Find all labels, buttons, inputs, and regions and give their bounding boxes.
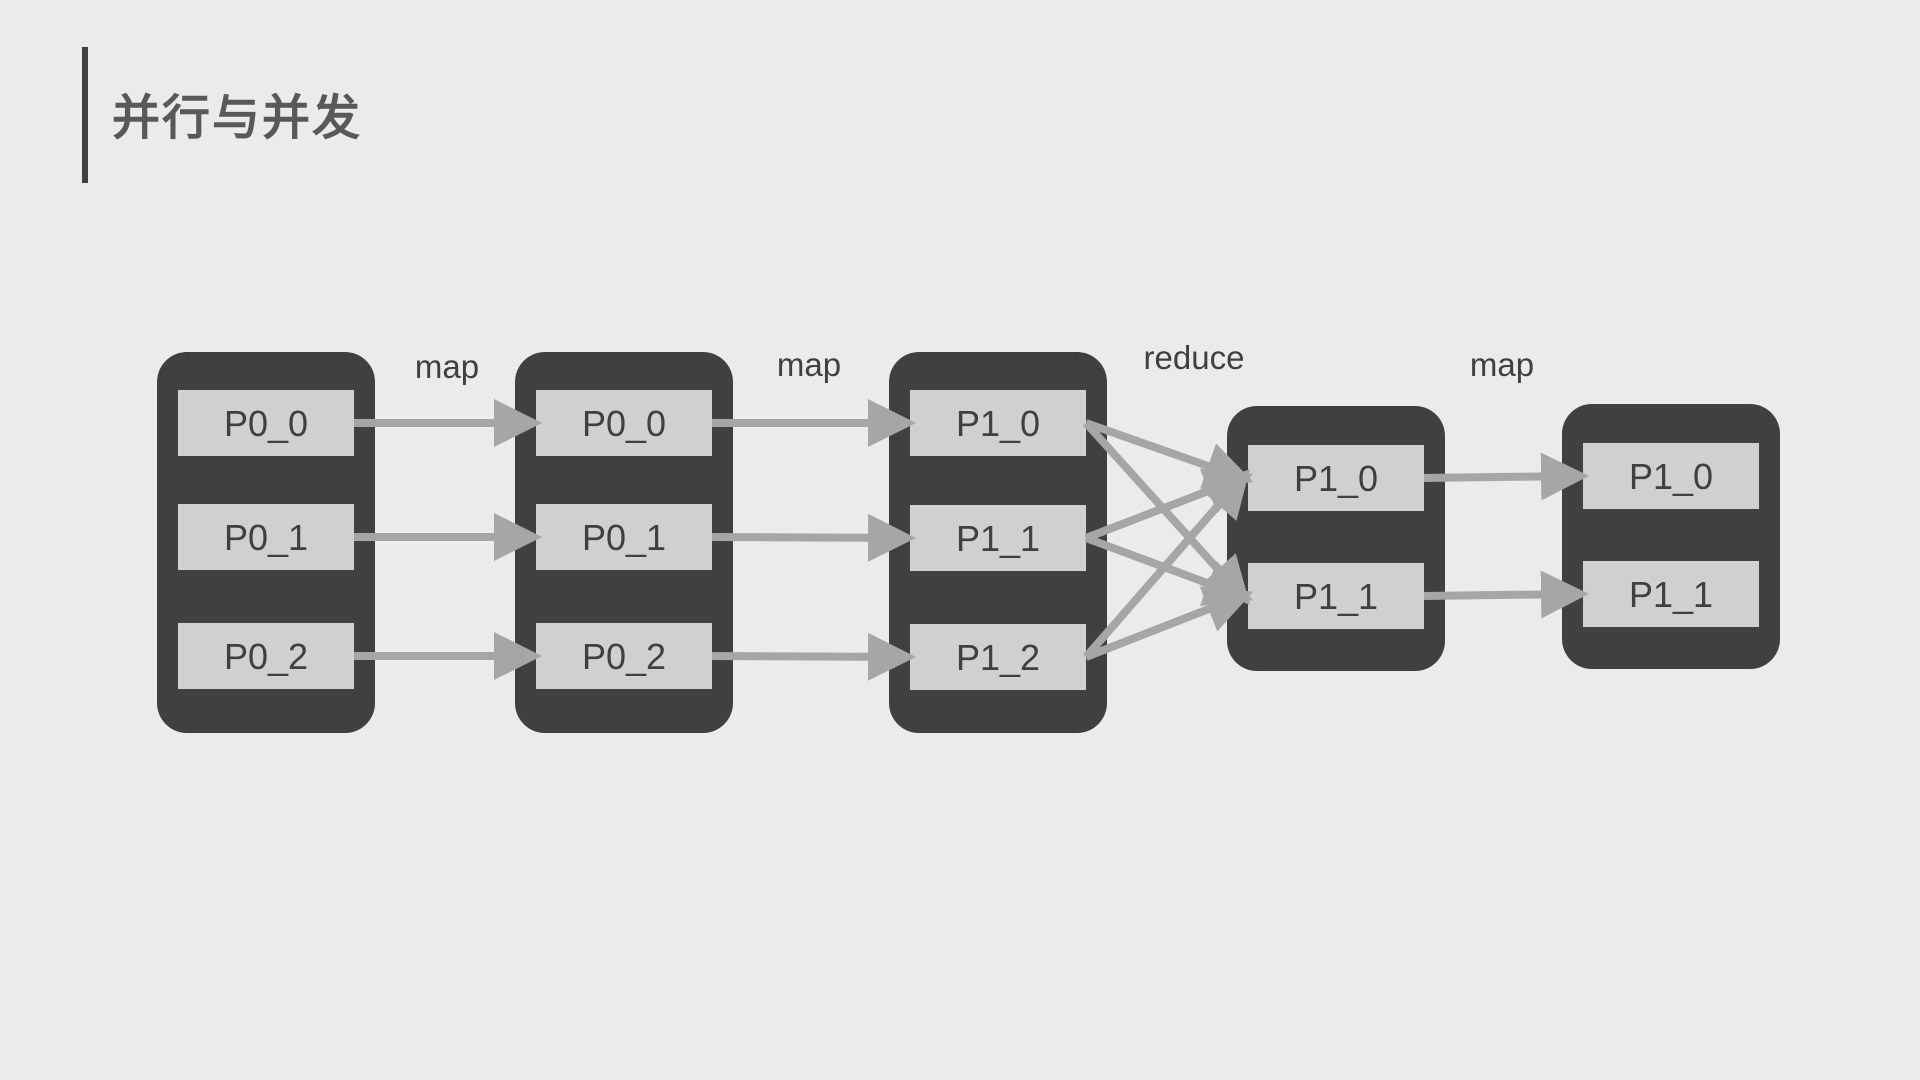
flow-arrow [711, 632, 916, 681]
partition-box [1248, 563, 1424, 629]
stage-2: P1_0P1_1P1_2 [889, 352, 1107, 733]
partition-box [1583, 561, 1759, 627]
partition-node: P1_1 [1248, 563, 1424, 629]
partition-node: P0_1 [536, 504, 712, 570]
partition-box [536, 504, 712, 570]
partition-box [536, 390, 712, 456]
partition-node: P1_2 [910, 624, 1086, 690]
operation-label-map: map [777, 346, 841, 383]
partition-label: P0_0 [224, 403, 308, 444]
operation-label-reduce: reduce [1144, 339, 1245, 376]
partition-node: P1_1 [910, 505, 1086, 571]
partition-label: P0_1 [582, 517, 666, 558]
operation-label-map: map [415, 348, 479, 385]
stage-1: P0_0P0_1P0_2 [515, 352, 733, 733]
partition-box [910, 505, 1086, 571]
partition-label: P1_1 [1629, 574, 1713, 615]
partition-node: P0_0 [178, 390, 354, 456]
title-accent-bar [82, 47, 88, 183]
operation-label-map: map [1470, 346, 1534, 383]
flow-arrow [1084, 586, 1254, 661]
page-title: 并行与并发 [112, 90, 363, 146]
partition-label: P0_1 [224, 517, 308, 558]
partition-label: P0_2 [582, 636, 666, 677]
stage-4: P1_0P1_1 [1562, 404, 1780, 669]
partition-box [536, 623, 712, 689]
partition-node: P1_0 [1583, 443, 1759, 509]
flow-arrow [1423, 452, 1589, 501]
partition-box [178, 623, 354, 689]
partition-box [1248, 445, 1424, 511]
partition-node: P1_1 [1583, 561, 1759, 627]
partition-label: P1_0 [1294, 458, 1378, 499]
partition-box [910, 624, 1086, 690]
partition-node: P0_1 [178, 504, 354, 570]
stage-0: P0_0P0_1P0_2 [157, 352, 375, 733]
partition-label: P1_0 [956, 403, 1040, 444]
stage-3: P1_0P1_1 [1227, 406, 1445, 671]
partition-node: P0_0 [536, 390, 712, 456]
partition-label: P0_0 [582, 403, 666, 444]
flow-arrow [1082, 468, 1250, 660]
partition-box [1583, 443, 1759, 509]
flow-arrow [1423, 570, 1589, 619]
partition-box [178, 504, 354, 570]
partition-label: P1_2 [956, 637, 1040, 678]
partition-node: P1_0 [1248, 445, 1424, 511]
partition-node: P1_0 [910, 390, 1086, 456]
partition-box [178, 390, 354, 456]
partition-label: P0_2 [224, 636, 308, 677]
partition-node: P0_2 [178, 623, 354, 689]
flow-arrow [711, 513, 916, 562]
partition-label: P1_1 [956, 518, 1040, 559]
partition-label: P1_1 [1294, 576, 1378, 617]
partition-node: P0_2 [536, 623, 712, 689]
partition-label: P1_0 [1629, 456, 1713, 497]
partition-box [910, 390, 1086, 456]
